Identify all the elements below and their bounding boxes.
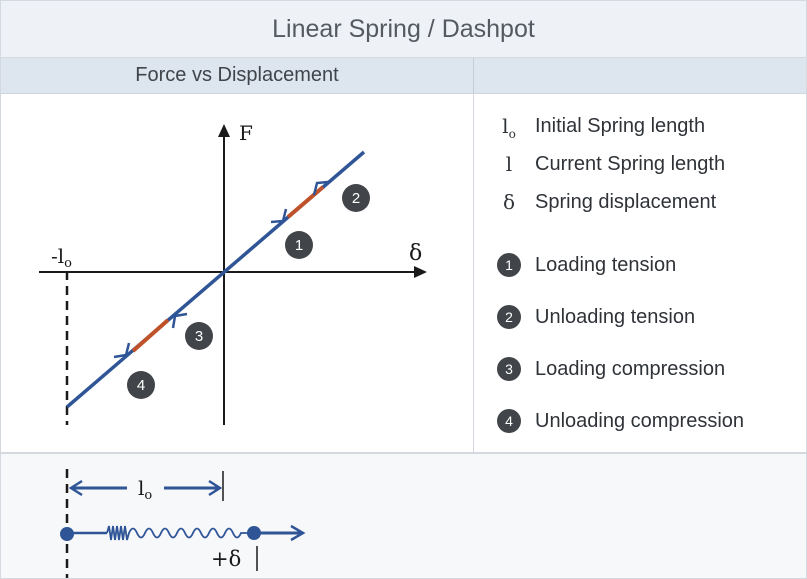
badge-2: 2 bbox=[497, 305, 521, 329]
horizontal-divider bbox=[1, 452, 806, 454]
badge-1: 1 bbox=[497, 253, 521, 277]
compression-highlight-segment bbox=[131, 318, 170, 353]
l0-dimension-label: lo bbox=[138, 476, 152, 503]
loading-tension-arrow bbox=[270, 208, 288, 224]
force-displacement-plot: F δ -lo 1 2 3 4 bbox=[39, 121, 427, 425]
spring-fixed-node bbox=[60, 527, 74, 541]
unloading-tension-arrow bbox=[312, 180, 329, 196]
legend-label: Unloading tension bbox=[535, 306, 696, 328]
symbol-label: Initial Spring length bbox=[535, 115, 706, 137]
unloading-compression-arrow bbox=[113, 342, 131, 359]
vertical-divider bbox=[473, 94, 474, 452]
marker-4: 4 bbox=[127, 371, 155, 399]
l0-right-arrowhead bbox=[208, 479, 223, 497]
title-bar: Linear Spring / Dashpot bbox=[1, 1, 806, 58]
l0-left-arrowhead bbox=[68, 479, 83, 497]
header-divider bbox=[473, 58, 474, 93]
negative-l0-label: -lo bbox=[51, 244, 72, 271]
delta-symbol: δ bbox=[502, 190, 516, 214]
y-axis-label: F bbox=[239, 121, 253, 145]
badge-4: 4 bbox=[497, 409, 521, 433]
l-symbol: l bbox=[505, 152, 513, 176]
spring-schematic-area bbox=[1, 454, 806, 578]
page-title: Linear Spring / Dashpot bbox=[272, 15, 535, 43]
svg-text:2: 2 bbox=[352, 190, 360, 207]
badge-3: 3 bbox=[497, 357, 521, 381]
marker-2: 2 bbox=[342, 184, 370, 212]
force-arrowhead bbox=[290, 524, 306, 542]
legend-label: Unloading compression bbox=[535, 410, 745, 432]
marker-3: 3 bbox=[185, 322, 213, 350]
loading-compression-arrow bbox=[171, 312, 188, 329]
section-header-bar: Force vs Displacement bbox=[1, 58, 806, 94]
force-displacement-heading: Force vs Displacement bbox=[135, 64, 339, 86]
legend-label: Loading compression bbox=[535, 358, 726, 380]
spring-schematic: lo +δ bbox=[60, 469, 306, 578]
displacement-label: +δ bbox=[211, 547, 241, 571]
symbol-label: Current Spring length bbox=[535, 153, 726, 175]
tension-highlight-segment bbox=[286, 185, 325, 219]
svg-text:3: 3 bbox=[195, 328, 203, 345]
svg-text:4: 4 bbox=[137, 377, 145, 394]
l0-symbol: lo bbox=[502, 114, 516, 141]
svg-text:1: 1 bbox=[295, 237, 303, 254]
x-axis-arrowhead bbox=[414, 266, 427, 278]
y-axis-arrowhead bbox=[218, 124, 230, 137]
legend-label: Loading tension bbox=[535, 254, 677, 276]
marker-1: 1 bbox=[285, 231, 313, 259]
symbol-label: Spring displacement bbox=[535, 191, 717, 213]
x-axis-label: δ bbox=[409, 241, 422, 266]
spring-coil bbox=[106, 525, 253, 541]
